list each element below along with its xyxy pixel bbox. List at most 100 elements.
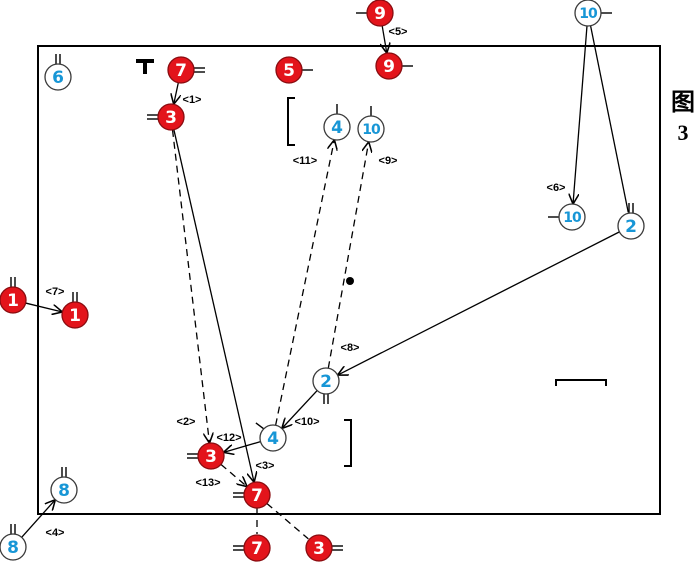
figure-title-char: 图 (671, 90, 695, 116)
movement-label: <10> (294, 416, 319, 428)
player-marker (375, 52, 403, 80)
player-number: 4 (267, 429, 279, 449)
player-number: 8 (7, 538, 19, 558)
player-number: 7 (251, 486, 263, 506)
offense-player-7: 7 (167, 56, 205, 84)
movement-line (220, 463, 246, 486)
movement-label: <12> (216, 432, 241, 444)
player-marker (44, 63, 72, 91)
defense-player-2: 2 (312, 367, 340, 404)
offense-player-9: 9 (356, 0, 394, 27)
decorations (136, 59, 607, 467)
player-marker (574, 0, 602, 27)
player-number: 7 (251, 539, 263, 559)
defense-player-2: 2 (617, 203, 645, 240)
movement-lines (21, 25, 629, 540)
movement-label: <4> (46, 527, 65, 539)
movement-label: <7> (46, 286, 65, 298)
defense-player-10: 10 (357, 106, 385, 143)
movement-line (171, 129, 210, 442)
movement-line (173, 129, 254, 482)
movement-line (327, 143, 368, 369)
movement-label: <6> (547, 182, 566, 194)
offense-player-7: 7 (233, 534, 271, 562)
defense-player-4: 4 (255, 422, 287, 452)
movement-label: <1> (183, 94, 202, 106)
player-marker (243, 481, 271, 509)
player-marker (312, 367, 340, 395)
player-number: 5 (283, 61, 295, 81)
player-marker (167, 56, 195, 84)
player-number: 3 (313, 539, 325, 559)
movement-line (382, 25, 386, 52)
ball-dot (346, 277, 354, 285)
player-number: 3 (165, 108, 177, 128)
player-number: 10 (362, 122, 381, 138)
player-number: 1 (69, 306, 81, 326)
player-number: 6 (52, 68, 64, 88)
movement-line (338, 231, 620, 375)
offense-player-1: 1 (61, 292, 89, 329)
movement-label: <2> (177, 416, 196, 428)
movement-line (573, 25, 588, 203)
movement-line (274, 141, 335, 426)
player-marker (0, 533, 27, 561)
player-marker (61, 301, 89, 329)
bracket-mark (555, 379, 607, 386)
movement-label: <8> (341, 342, 360, 354)
figure-number: 3 (677, 120, 689, 145)
offense-player-1: 1 (0, 277, 27, 314)
t-marker (136, 59, 154, 74)
player-number: 10 (579, 6, 598, 22)
movement-line (174, 82, 178, 104)
movement-line (224, 441, 261, 452)
bracket-mark (287, 97, 295, 146)
player-marker (617, 212, 645, 240)
movement-label: <11> (293, 155, 317, 167)
player-marker (50, 476, 78, 504)
player-number: 10 (563, 210, 582, 226)
offense-player-5: 5 (275, 56, 313, 84)
movement-label: <9> (379, 155, 398, 167)
movement-label: <5> (389, 26, 408, 38)
player-marker (366, 0, 394, 27)
defense-player-10: 10 (574, 0, 612, 27)
player-number: 9 (383, 57, 395, 77)
player-number: 2 (625, 217, 637, 237)
defense-player-8: 8 (0, 524, 27, 561)
player-number: 9 (374, 4, 386, 24)
player-number: 3 (205, 447, 217, 467)
movement-line (283, 390, 318, 428)
player-number: 1 (7, 291, 19, 311)
movement-line (589, 25, 629, 213)
movement-line (266, 502, 309, 540)
player-number: 2 (320, 372, 332, 392)
player-marker (197, 442, 225, 470)
player-marker (259, 424, 287, 452)
offense-player-9: 9 (375, 52, 413, 80)
movement-line (21, 500, 55, 538)
offense-player-3: 3 (187, 442, 225, 470)
movement-labels: <1><2><3><4><5><6><7><8><9><10><11><12><… (46, 26, 566, 539)
offense-player-7: 7 (233, 481, 271, 509)
player-marker (558, 203, 586, 231)
defense-player-6: 6 (44, 54, 72, 91)
court-border (37, 45, 661, 515)
defense-player-8: 8 (50, 467, 78, 504)
player-number: 7 (175, 61, 187, 81)
player-marker (0, 286, 27, 314)
defense-player-4: 4 (323, 104, 351, 141)
bracket-mark (344, 419, 352, 467)
player-number: 4 (331, 118, 343, 138)
player-marker (243, 534, 271, 562)
player-marker (305, 534, 333, 562)
offense-player-3: 3 (305, 534, 343, 562)
offense-player-3: 3 (147, 103, 185, 131)
player-marker (357, 115, 385, 143)
movement-line (25, 302, 62, 312)
defense-player-10: 10 (548, 203, 586, 231)
movement-label: <13> (195, 477, 220, 489)
player-marker (323, 113, 351, 141)
player-number: 8 (58, 481, 70, 501)
